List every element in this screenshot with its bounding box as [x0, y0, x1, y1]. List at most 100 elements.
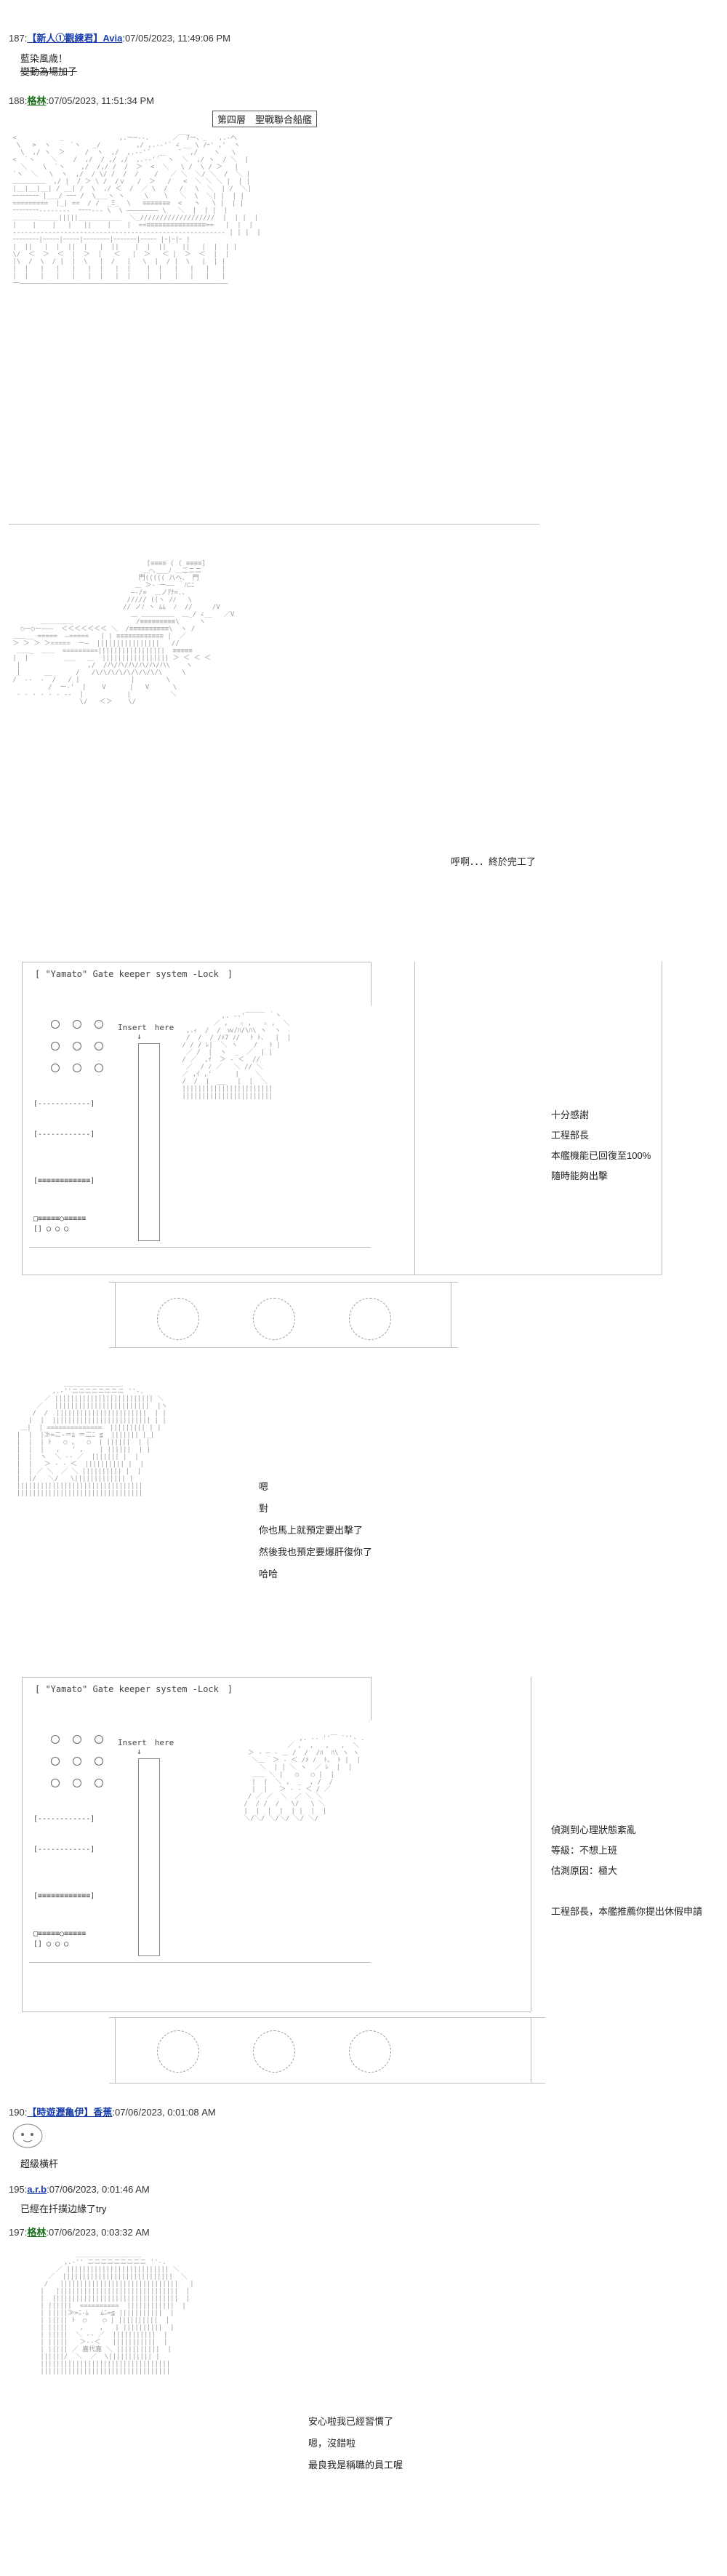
post-body-195: 已經在扦撲边緣了try	[20, 2203, 106, 2216]
indicator-light	[95, 1735, 103, 1744]
gate1-line: 本艦機能已回復至100%	[551, 1150, 651, 1161]
panel-bar: [‐‐‐‐‐‐‐‐‐‐‐‐]	[33, 1131, 95, 1139]
indicator-light	[51, 1757, 60, 1766]
border-line	[22, 1677, 23, 2011]
post-line: 變動為場加子	[20, 66, 78, 77]
scene4-line: 然後我也預定要爆肝復你了	[259, 1547, 373, 1558]
post-date: 07/05/2023, 11:49:06 PM	[124, 33, 230, 44]
dial-circle	[349, 1298, 391, 1340]
border-line	[414, 962, 415, 1275]
poster-name[interactable]: a.r.b	[27, 2184, 47, 2195]
indicator-light	[73, 1779, 81, 1787]
poster-name[interactable]: 【新人①觀練君】Avia	[27, 33, 123, 44]
panel-divider	[9, 524, 539, 525]
indicator-light	[95, 1042, 103, 1050]
ascii-art-character-2: ,. -‐ ''￣ ̄ ''‐ . ／ , , , , ＼ ＞ ‐ ― ‐ ＿ …	[244, 1735, 365, 1822]
dial-circle	[157, 2030, 199, 2073]
gate2-line: 工程部長，本艦推薦你提出休假申請	[551, 1906, 703, 1917]
post-line: 超級橫杆	[20, 2158, 59, 2169]
scene-title: 第四層 聖戰聯合船艦	[212, 111, 318, 127]
ascii-art-scene-2: [≡≡≡≡ ( ( ≡≡≡≡] ＿⌒､___ﾉ ＿二ニニ 門((((( 八へ、 …	[12, 560, 235, 706]
post-date: 07/06/2023, 0:03:32 AM	[48, 2227, 150, 2238]
down-arrow-icon: ↓	[137, 1032, 142, 1041]
scene4-line: 嗯	[259, 1481, 269, 1492]
border-line	[22, 1677, 371, 1678]
panel-bar: [] ◯ ◯ ◯	[33, 1940, 73, 1948]
post-date: 07/06/2023, 0:01:46 AM	[49, 2184, 150, 2195]
border-line	[109, 1347, 458, 1348]
gate2-line: 偵測到心理狀態紊亂	[551, 1825, 637, 1835]
indicator-light	[73, 1042, 81, 1050]
dial-circle	[253, 1298, 295, 1340]
card-slot[interactable]	[138, 1043, 160, 1241]
border-line	[29, 1962, 371, 1963]
gate1-line: 十分感謝	[551, 1109, 590, 1120]
insert-label: Insert here	[118, 1023, 174, 1032]
scene4-line: 你也馬上就預定要出擊了	[259, 1525, 364, 1536]
post-date: 07/05/2023, 11:51:34 PM	[48, 95, 155, 106]
border-line	[109, 1282, 458, 1283]
panel-bar: [] ◯ ◯ ◯	[33, 1225, 73, 1233]
panel-bar: [‐‐‐‐‐‐‐‐‐‐‐‐]	[33, 1100, 95, 1108]
ascii-art-character-1: ,. -‐'￣￣￣ ｀丶 ／ , ☆ , ☆ , ＼ ,.ｨ / / ｗ/ﾊ/\…	[182, 1013, 292, 1100]
gate-header: [ "Yamato" Gate keeper system -Lock ]	[35, 969, 233, 979]
scene2-caption: 呼啊．．．終於完工了	[451, 856, 537, 867]
post-number: 187	[9, 33, 25, 44]
scene6-line: 嗯，沒錯啦	[308, 2438, 356, 2449]
indicator-light	[95, 1064, 103, 1072]
gate1-line: 工程部長	[551, 1130, 590, 1141]
post-number: 197	[9, 2227, 25, 2238]
ascii-art-scene-4: ＿＿＿＿＿＿＿＿＿ ,.-''ニニニニニニニニ ''-. ／ |||||||||…	[16, 1381, 168, 1497]
post-line: 已經在扦撲边緣了try	[20, 2204, 107, 2214]
panel-bar: □≡≡≡≡≡○≡≡≡≡≡	[33, 1215, 87, 1223]
gate-panel-1: [ "Yamato" Gate keeper system -Lock ] In…	[22, 962, 662, 1348]
gate2-line: 等級：不想上班	[551, 1845, 618, 1856]
indicator-light	[95, 1020, 103, 1029]
border-line	[115, 2017, 116, 2083]
indicator-light	[51, 1020, 60, 1029]
post-header-190: 190:【時遊瀝亀伊】香蕉:07/06/2023, 0:01:08 AM	[9, 2107, 216, 2118]
border-line	[115, 1282, 116, 1347]
gate2-line: 估測原因：極大	[551, 1865, 618, 1876]
border-line	[22, 962, 23, 1275]
indicator-light	[73, 1735, 81, 1744]
panel-bar: [‐‐‐‐‐‐‐‐‐‐‐‐]	[33, 1846, 95, 1854]
post-line: 藍染風歳！	[20, 53, 68, 64]
post-header-197: 197:格林:07/06/2023, 0:03:32 AM	[9, 2227, 150, 2238]
poster-name[interactable]: 【時遊瀝亀伊】香蕉	[27, 2107, 113, 2118]
panel-bar: [≡≡≡≡≡≡≡≡≡≡≡≡]	[33, 1892, 95, 1900]
border-line	[29, 1247, 371, 1248]
post-number: 195	[9, 2184, 25, 2195]
post-body-187: 藍染風歳！ 變動為場加子	[20, 52, 77, 79]
poster-name[interactable]: 格林	[27, 95, 47, 106]
indicator-light	[51, 1064, 60, 1072]
indicator-light	[51, 1735, 60, 1744]
gate-panel-2: [ "Yamato" Gate keeper system -Lock ] In…	[22, 1677, 702, 2084]
post-header-195: 195:a.r.b:07/06/2023, 0:01:46 AM	[9, 2184, 150, 2195]
post-date: 07/06/2023, 0:01:08 AM	[114, 2107, 216, 2118]
post-header-187: 187:【新人①觀練君】Avia:07/05/2023, 11:49:06 PM	[9, 33, 230, 44]
panel-bar: □≡≡≡≡≡○≡≡≡≡≡	[33, 1930, 87, 1938]
gate1-line: 隨時能夠出擊	[551, 1171, 608, 1181]
indicator-light	[73, 1757, 81, 1766]
card-slot[interactable]	[138, 1758, 160, 1956]
insert-label: Insert here	[118, 1738, 174, 1747]
avatar-face-icon	[12, 2124, 43, 2148]
indicator-light	[95, 1779, 103, 1787]
indicator-light	[95, 1757, 103, 1766]
ascii-art-scene-6: ＿＿＿＿＿＿＿＿＿＿ ,.-'' ニニニニニニニニニ ''-. ／ ||||||…	[40, 2252, 194, 2375]
scene6-line: 安心啦我已經習慣了	[308, 2416, 394, 2427]
panel-bar: [‐‐‐‐‐‐‐‐‐‐‐‐]	[33, 1815, 95, 1823]
dial-circle	[157, 1298, 199, 1340]
ascii-art-ship: < _ ,.ー─--. ／￣7ー、_ ,.‐へ \ > ヽ `ヽ _/ ,/ ,…	[12, 135, 261, 287]
post-number: 190	[9, 2107, 25, 2118]
scene6-line: 最良我是稱職的員工喔	[308, 2460, 403, 2471]
indicator-light	[73, 1064, 81, 1072]
dial-circle	[253, 2030, 295, 2073]
poster-name[interactable]: 格林	[27, 2227, 47, 2238]
down-arrow-icon: ↓	[137, 1747, 142, 1756]
indicator-light	[73, 1020, 81, 1029]
scene4-line: 哈哈	[259, 1568, 278, 1579]
indicator-light	[51, 1779, 60, 1787]
post-header-188: 188:格林:07/05/2023, 11:51:34 PM	[9, 95, 155, 106]
